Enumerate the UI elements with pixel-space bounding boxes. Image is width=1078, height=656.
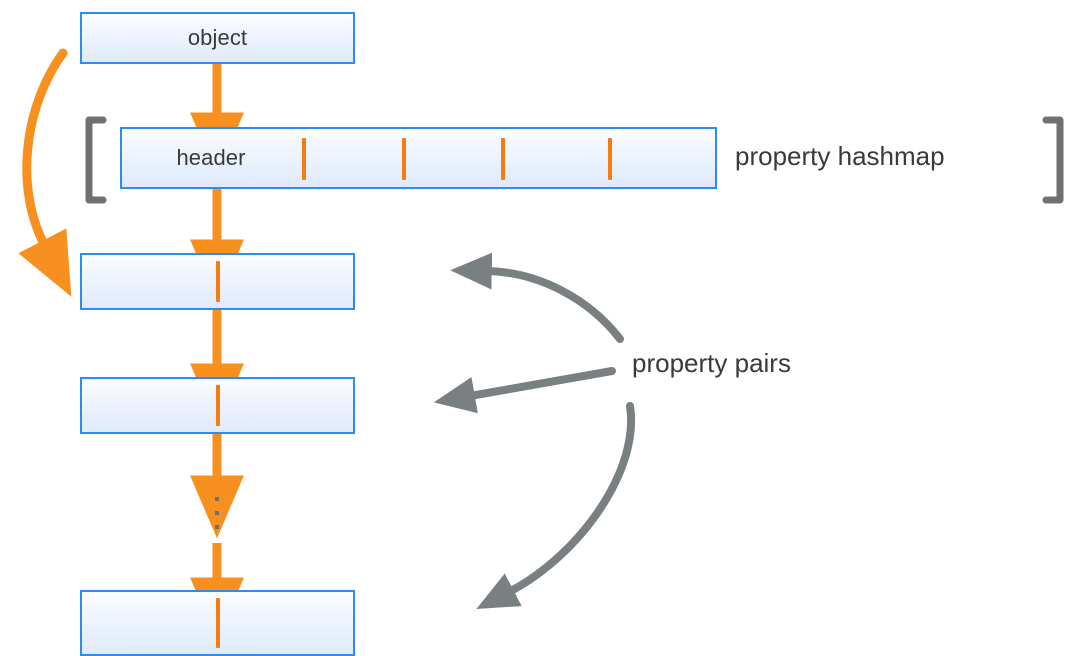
object-box[interactable]: object (80, 12, 355, 64)
property-hashmap-label: property hashmap (735, 141, 945, 171)
arrow-object-to-pairs-curve (18, 48, 72, 297)
hashmap-slot-tick (608, 138, 612, 180)
pair-divider-line (215, 261, 220, 302)
property-pair-box[interactable] (80, 377, 355, 434)
property-pair-box[interactable] (80, 253, 355, 310)
hashmap-slot-tick (501, 138, 505, 180)
arrow-pairs-label-to-pair1 (450, 252, 624, 343)
ellipsis-dot (215, 511, 219, 515)
hashmap-slot-tick (302, 138, 306, 180)
property-pair-box[interactable] (80, 590, 355, 656)
header-hashmap-bar[interactable]: header (120, 127, 717, 189)
arrow-pairs-label-to-pair3 (476, 402, 636, 610)
hashmap-slot-tick (402, 138, 406, 180)
arrow-pairs-label-to-pair2 (433, 367, 616, 414)
ellipsis-dot (215, 525, 219, 529)
object-box-label: object (187, 25, 248, 50)
pair-divider-line (215, 385, 220, 426)
pair-divider-line (215, 598, 220, 648)
header-box-label: header (176, 145, 246, 170)
ellipsis-dot (215, 497, 219, 501)
property-pairs-label: property pairs (632, 348, 791, 378)
left-bracket (85, 116, 107, 204)
right-bracket (1042, 116, 1064, 204)
